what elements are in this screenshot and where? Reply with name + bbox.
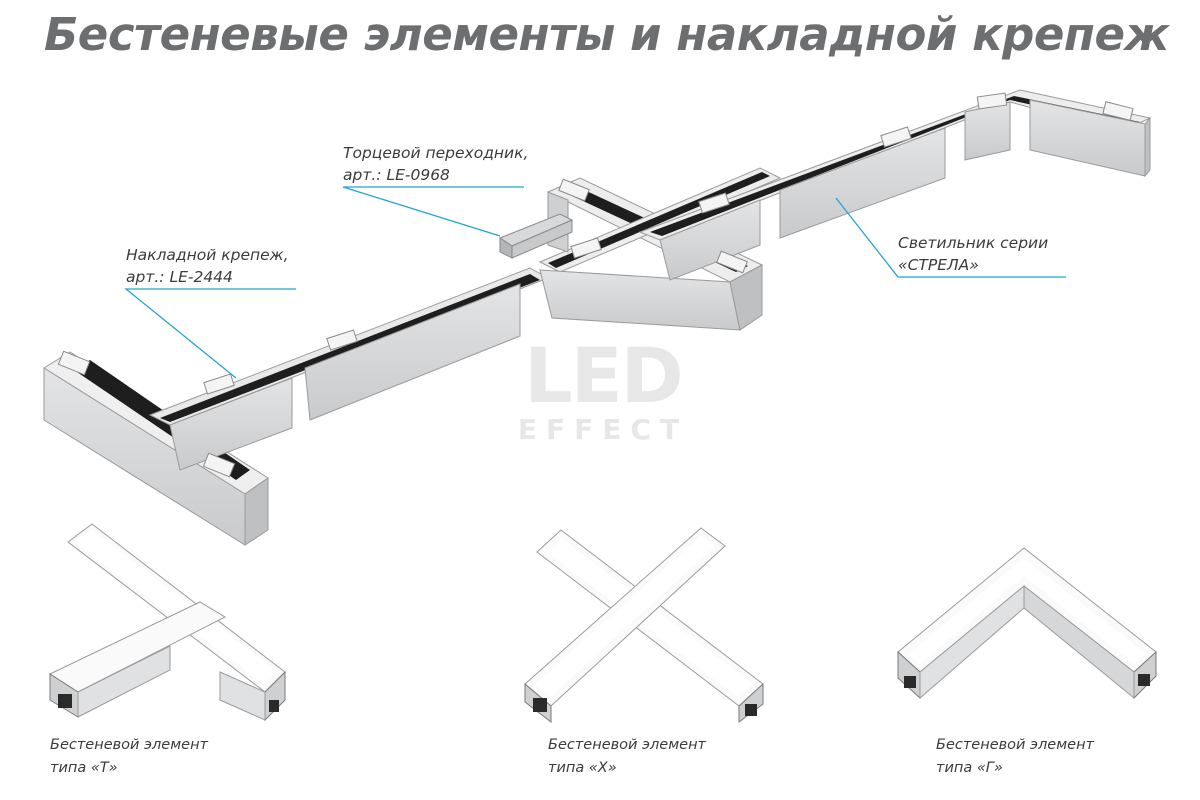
callout-luminaire-line2: «СТРЕЛА»: [898, 256, 979, 274]
callout-surface-mount: Накладной крепеж, арт.: LE-2444: [126, 244, 289, 288]
caption-t-line1: Бестеневой элемент: [50, 737, 208, 753]
l-element-illustration: [897, 547, 1157, 700]
callout-end-adapter-line2: арт.: LE-0968: [343, 166, 450, 184]
callout-surface-mount-line2: арт.: LE-2444: [126, 268, 233, 286]
t-element-illustration: [48, 523, 286, 722]
callout-luminaire-line1: Светильник серии: [898, 234, 1049, 252]
caption-l-line2: типа «Г»: [936, 760, 1003, 776]
caption-x-line2: типа «Х»: [548, 760, 617, 776]
mount-clips: [57, 92, 1134, 478]
x-element-illustration: [524, 527, 764, 724]
caption-l-line1: Бестеневой элемент: [936, 737, 1094, 753]
caption-x-line1: Бестеневой элемент: [548, 737, 706, 753]
callout-end-adapter: Торцевой переходник, арт.: LE-0968: [343, 142, 528, 186]
end-adapter-part: [498, 213, 574, 259]
caption-t-element: Бестеневой элемент типа «Т»: [50, 734, 208, 780]
luminaire-run-right: [638, 89, 1152, 281]
callout-end-adapter-line1: Торцевой переходник,: [343, 144, 529, 162]
callout-leaders: [124, 186, 1066, 379]
callout-luminaire: Светильник серии «СТРЕЛА»: [898, 232, 1048, 276]
caption-t-line2: типа «Т»: [50, 760, 118, 776]
luminaire-run-left: [148, 267, 550, 471]
page-title: Бестеневые элементы и накладной крепеж: [44, 8, 1169, 61]
caption-l-element: Бестеневой элемент типа «Г»: [936, 734, 1094, 780]
callout-surface-mount-line1: Накладной крепеж,: [126, 246, 289, 264]
caption-x-element: Бестеневой элемент типа «Х»: [548, 734, 706, 780]
